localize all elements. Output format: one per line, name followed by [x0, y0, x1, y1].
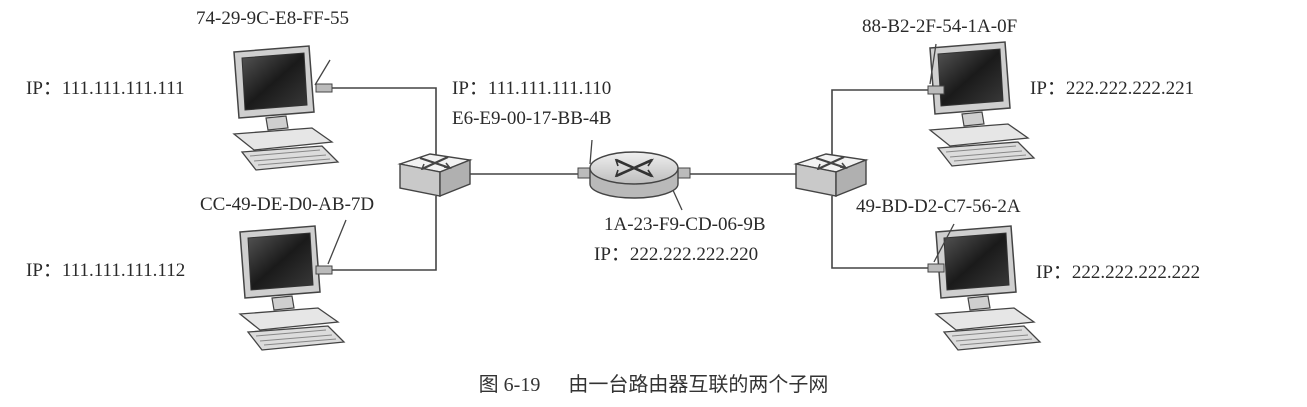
- link-lines: [330, 87, 932, 271]
- host-2-ip-label: IP：: [26, 260, 62, 281]
- figure-number: 图 6-19: [478, 374, 541, 396]
- link-switch2-host3: [831, 89, 932, 160]
- host-3-mac: 88-B2-2F-54-1A-0F: [862, 16, 1018, 37]
- nic-stubs: [315, 83, 945, 275]
- router-icon: [577, 151, 691, 199]
- switch-left-icon: [398, 152, 472, 198]
- host-4-ip: IP：222.222.222.222: [1036, 262, 1200, 284]
- host-2-computer-icon: [239, 225, 345, 351]
- host-4-ip-label: IP：: [1036, 262, 1072, 283]
- router-left-ip-label: IP：: [452, 78, 488, 99]
- host-2-mac: CC-49-DE-D0-AB-7D: [200, 194, 375, 215]
- host-3-computer-icon: [929, 41, 1035, 167]
- link-host2-switch1: [330, 196, 437, 271]
- host-1-ip: IP：111.111.111.111: [26, 78, 185, 100]
- host-4-mac: 49-BD-D2-C7-56-2A: [856, 196, 1021, 217]
- router-right-ip-label: IP：: [594, 244, 630, 265]
- figure-title: 由一台路由器互联的两个子网: [568, 374, 829, 396]
- router-right-ip-value: 222.222.222.220: [629, 244, 759, 265]
- switch-right-icon: [794, 152, 868, 198]
- link-host1-switch1: [330, 87, 437, 160]
- link-switch2-host4: [831, 196, 932, 269]
- router-left-mac: E6-E9-00-17-BB-4B: [452, 108, 612, 129]
- figure-caption: 图 6-19 由一台路由器互联的两个子网: [0, 368, 1307, 397]
- host-4-computer-icon: [935, 225, 1041, 351]
- host-1-mac: 74-29-9C-E8-FF-55: [196, 8, 350, 29]
- leader-lines: [314, 43, 955, 265]
- host-1-computer-icon: [233, 45, 339, 171]
- router-left-ip: IP：111.111.111.110: [452, 78, 611, 100]
- router-left-ip-value: 111.111.111.110: [487, 78, 612, 99]
- host-4-ip-value: 222.222.222.222: [1071, 262, 1201, 283]
- host-2-ip: IP：111.111.111.112: [26, 260, 185, 282]
- router-right-ip: IP：222.222.222.220: [594, 244, 758, 266]
- host-1-ip-label: IP：: [26, 78, 62, 99]
- host-3-ip: IP：222.222.222.221: [1030, 78, 1194, 100]
- router-right-mac: 1A-23-F9-CD-06-9B: [604, 214, 766, 235]
- host-3-ip-label: IP：: [1030, 78, 1066, 99]
- host-2-ip-value: 111.111.111.112: [61, 260, 186, 281]
- host-1-ip-value: 111.111.111.111: [61, 78, 185, 99]
- host-3-ip-value: 222.222.222.221: [1065, 78, 1195, 99]
